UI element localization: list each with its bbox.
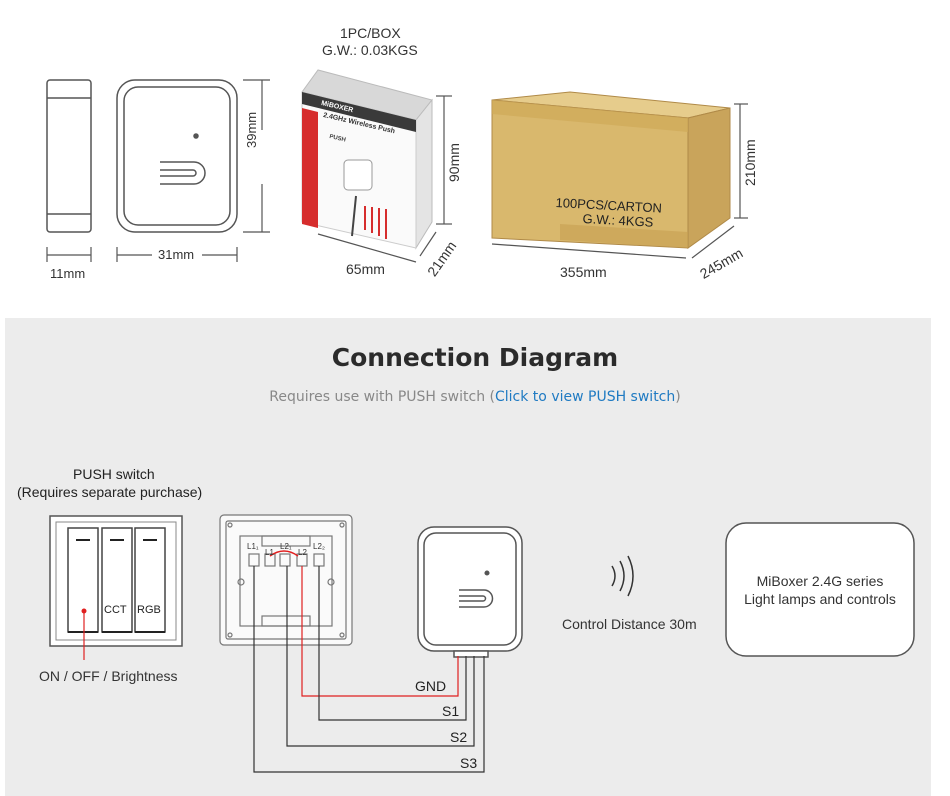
- key-label-rgb: RGB: [137, 604, 161, 616]
- subtitle-prefix: Requires use with PUSH switch (: [269, 389, 495, 405]
- lamps-box-line2: Light lamps and controls: [744, 591, 896, 607]
- wire-label-s3: S3: [460, 755, 478, 771]
- terminal-l2: L2: [298, 548, 307, 557]
- box-dimensions: [317, 95, 452, 263]
- wire-label-s2: S2: [450, 729, 468, 745]
- terminal-l1: L1: [265, 548, 274, 557]
- key-label-cct: CCT: [104, 604, 127, 616]
- lamps-box-line1: MiBoxer 2.4G series: [756, 573, 884, 589]
- lamps-box: [725, 522, 915, 657]
- wireless-signal-icon: [611, 555, 634, 597]
- control-distance-label: Control Distance 30m: [562, 616, 697, 632]
- box-info-weight: G.W.: 0.03KGS: [322, 42, 418, 58]
- subtitle-suffix: ): [675, 389, 681, 405]
- terminal-l1-1: L1₁: [247, 542, 259, 551]
- side-width-dimension: [46, 247, 92, 262]
- section-subtitle: Requires use with PUSH switch (Click to …: [0, 389, 950, 405]
- front-width-label: 31mm: [158, 247, 195, 262]
- wire-label-s1: S1: [442, 703, 460, 719]
- jumper-wire: [269, 550, 299, 557]
- terminal-l2-2: L2₂: [313, 542, 326, 551]
- side-view: [46, 79, 92, 233]
- wire-s2: [286, 566, 475, 747]
- push-switch-title: PUSH switch: [73, 466, 155, 482]
- wire-gnd: [301, 566, 459, 697]
- carton-box: [491, 91, 731, 249]
- wire-s1: [318, 566, 467, 721]
- push-switch-caption: ON / OFF / Brightness: [39, 668, 178, 684]
- product-box: [301, 69, 433, 250]
- box-width-label: 65mm: [346, 261, 385, 277]
- carton-width-label: 355mm: [560, 264, 607, 280]
- push-switch: [49, 515, 183, 660]
- wire-s3: [253, 566, 485, 773]
- wall-switch-base: [219, 514, 353, 646]
- dimensions-drawing: [46, 69, 748, 263]
- side-width-label: 11mm: [50, 266, 86, 281]
- carton-dimensions: [491, 103, 748, 259]
- section-title: Connection Diagram: [331, 343, 619, 372]
- terminal-l2-1: L2₁: [280, 542, 292, 551]
- wire-label-gnd: GND: [415, 678, 447, 694]
- front-width-dimension: [116, 247, 238, 262]
- push-switch-link[interactable]: Click to view PUSH switch: [495, 389, 676, 405]
- receiver-module: [417, 526, 523, 658]
- front-view: [116, 79, 238, 233]
- front-height-dimension: [243, 79, 270, 233]
- push-switch-subtitle: (Requires separate purchase): [17, 484, 203, 500]
- box-info-qty: 1PC/BOX: [340, 25, 401, 41]
